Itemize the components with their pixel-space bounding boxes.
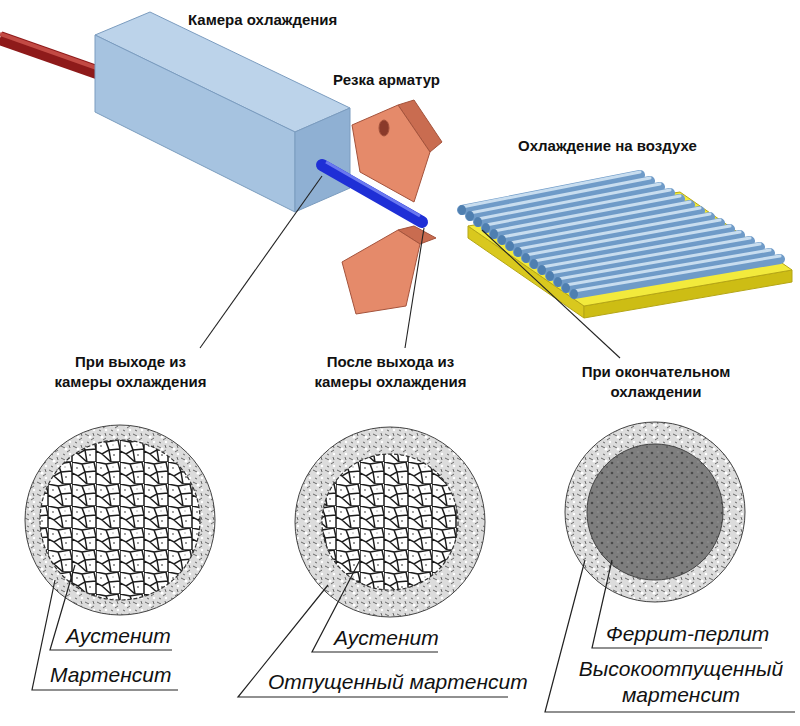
leader-line [482,230,620,358]
high-tempered-martensite-ring [565,422,745,602]
phase-label: Мартенсит [50,662,172,688]
stage-caption: При выходе из камеры охлаждения [48,352,213,392]
callout-line [50,565,172,650]
austenite-core [40,440,200,600]
phase-label: Аустенит [334,625,439,651]
cutter-blades [342,100,442,314]
blade-hole [379,120,389,136]
leader-line [405,228,424,348]
rebar-cutter: Резка арматур [330,68,446,91]
stage-heading: Резка арматур [333,70,440,89]
ferrite-pearlite-core [587,444,723,580]
phase-label: Феррит-перлит [606,621,769,647]
stage-heading: Камера охлаждения [188,10,337,29]
austenite-core [322,454,458,590]
phase-label: Высокоотпущенный мартенсит [570,656,792,708]
phase-label: Аустенит [66,623,171,649]
lower-blade [342,230,420,314]
upper-blade [352,105,430,202]
phase-label: Отпущенный мартенсит [268,669,528,695]
phase-callout-lines [32,560,795,712]
cooling-chamber-box [95,12,350,212]
leader-line [200,176,322,348]
stage-caption: После выхода из камеры охлаждения [308,352,473,392]
tempered-martensite-ring [295,427,485,617]
chamber-side [95,35,295,212]
callout-line [545,560,795,712]
stage-heading: Охлаждение на воздухе [518,136,697,155]
leader-lines [200,176,620,358]
cross-section [565,422,745,602]
callout-line [312,560,438,652]
air-cooling-bed: Охлаждение на воздухе [515,134,702,157]
rod [570,256,780,299]
cross-section [295,427,485,617]
callout-line [32,580,178,690]
cooled-rods [458,172,780,299]
stage-caption: При окончательном охлаждении [572,362,740,402]
cooling-chamber: Камера охлаждения [185,8,343,31]
